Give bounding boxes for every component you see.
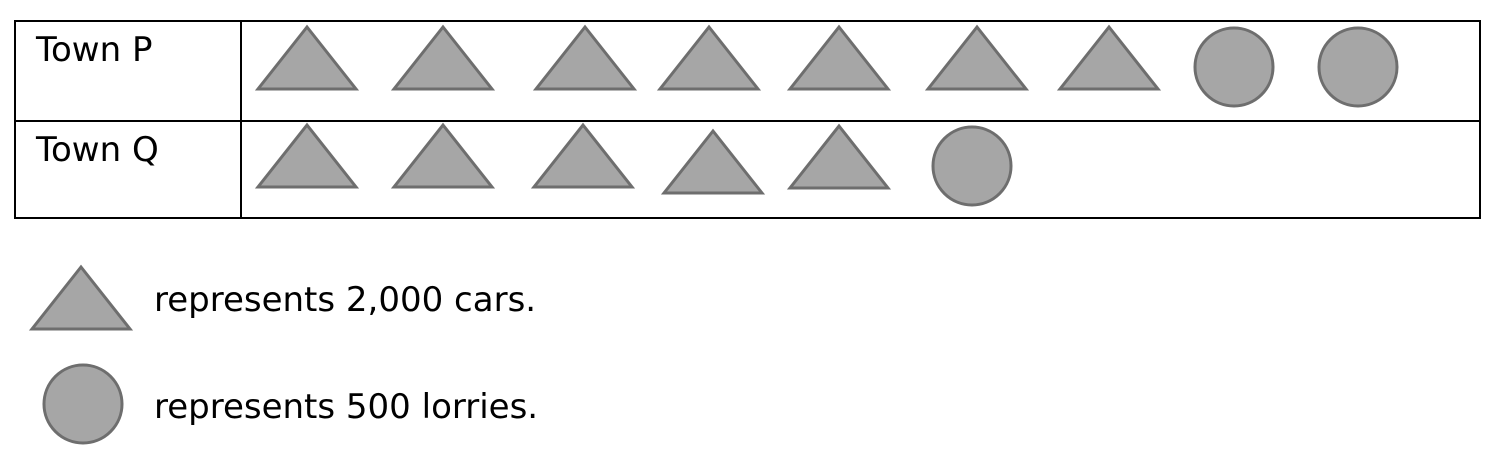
car-symbol-triangle-icon: [786, 24, 892, 91]
car-symbol-triangle-icon: [390, 24, 496, 91]
car-symbol-triangle-icon: [924, 24, 1030, 91]
table-row-town-q: Town Q: [16, 122, 1479, 219]
lorry-symbol-circle-icon: [931, 125, 1013, 207]
row-label-town-q: Town Q: [36, 130, 159, 170]
lorry-symbol-circle-icon: [1317, 26, 1399, 108]
legend-circle-icon: [42, 363, 124, 445]
legend-car-text: represents 2,000 cars.: [154, 280, 537, 320]
car-symbol-triangle-icon: [254, 122, 360, 189]
car-symbol-triangle-icon: [656, 24, 762, 91]
car-symbol-triangle-icon: [532, 24, 638, 91]
legend-lorry-text: represents 500 lorries.: [154, 387, 539, 427]
car-symbol-triangle-icon: [254, 24, 360, 91]
car-symbol-triangle-icon: [660, 128, 766, 195]
table-row-town-p: Town P: [16, 22, 1479, 122]
row-label-town-p: Town P: [36, 30, 153, 70]
car-symbol-triangle-icon: [530, 122, 636, 189]
legend-triangle-icon: [28, 264, 134, 331]
lorry-symbol-circle-icon: [1193, 26, 1275, 108]
car-symbol-triangle-icon: [786, 123, 892, 190]
row-label-cell: Town Q: [16, 122, 242, 219]
row-label-cell: Town P: [16, 22, 242, 120]
car-symbol-triangle-icon: [1056, 24, 1162, 91]
car-symbol-triangle-icon: [390, 122, 496, 189]
pictogram-table: Town P Town Q: [14, 20, 1481, 219]
